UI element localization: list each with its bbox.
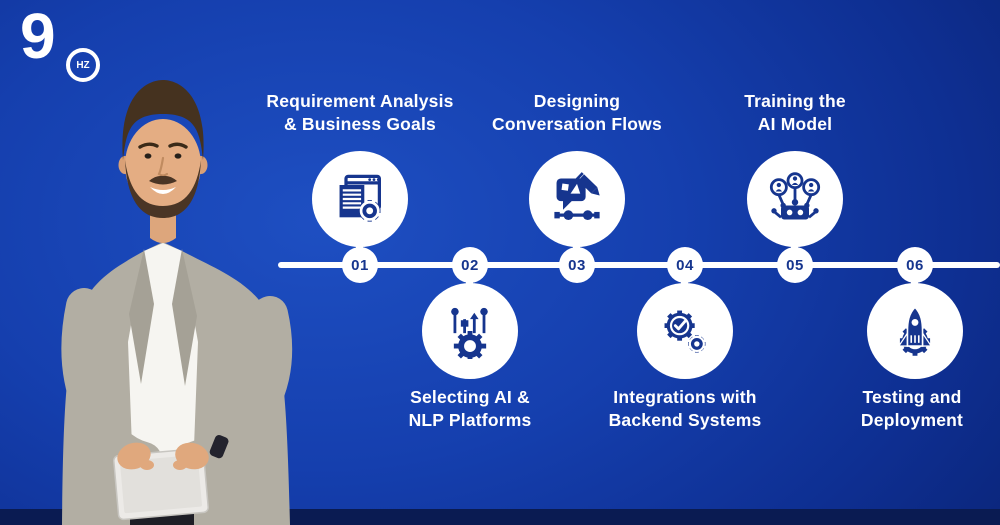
timeline-line [278, 262, 1000, 268]
step-title-line: NLP Platforms [408, 410, 532, 431]
step-title-1: Requirement Analysis & Business Goals [235, 90, 485, 136]
step-title-line: Selecting AI & [410, 387, 530, 407]
step-title-3: Designing Conversation Flows [452, 90, 702, 136]
step-title-line: Backend Systems [608, 410, 762, 431]
step-title-4: Integrations with Backend Systems [560, 386, 810, 432]
requirements-document-gear-icon [339, 174, 381, 222]
timeline-node-1: 01 [342, 247, 378, 283]
timeline-node-6: 06 [897, 247, 933, 283]
timeline-node-5: 05 [777, 247, 813, 283]
step-number: 04 [676, 256, 694, 274]
person-photo [61, 80, 293, 525]
brand-logo: 9 HZ [20, 4, 130, 92]
step-icon-circle-2 [422, 283, 518, 379]
step-title-line: Conversation Flows [492, 114, 662, 135]
step-title-line: Testing and [862, 387, 962, 407]
step-icon-circle-1 [312, 151, 408, 247]
step-number: 01 [351, 256, 369, 274]
timeline-node-3: 03 [559, 247, 595, 283]
step-title-line: & Business Goals [283, 114, 436, 135]
step-icon-circle-4 [637, 283, 733, 379]
conversation-design-pencil-icon [554, 172, 600, 220]
step-icon-circle-6 [867, 283, 963, 379]
step-title-line: Integrations with [613, 387, 757, 407]
step-icon-circle-5 [747, 151, 843, 247]
timeline-node-2: 02 [452, 247, 488, 283]
step-title-6: Testing and Deployment [787, 386, 1000, 432]
step-title-line: Training the [744, 91, 846, 111]
deployment-rocket-gear-icon [897, 306, 933, 356]
step-title-line: Requirement Analysis [266, 91, 454, 111]
step-title-2: Selecting AI & NLP Platforms [345, 386, 595, 432]
integration-gears-check-icon [664, 310, 706, 353]
logo-hz-badge: HZ [66, 48, 100, 82]
step-number: 06 [906, 256, 924, 274]
step-number: 03 [568, 256, 586, 274]
timeline-node-4: 04 [667, 247, 703, 283]
platform-gear-sliders-icon [451, 307, 488, 359]
step-title-line: AI Model [757, 114, 833, 135]
step-number: 02 [461, 256, 479, 274]
ai-training-robot-network-icon [769, 172, 821, 220]
step-icon-circle-3 [529, 151, 625, 247]
step-title-line: Deployment [860, 410, 964, 431]
step-number: 05 [786, 256, 804, 274]
step-title-line: Designing [533, 91, 621, 111]
logo-nine-icon: 9 [20, 0, 56, 72]
step-title-5: Training the AI Model [670, 90, 920, 136]
